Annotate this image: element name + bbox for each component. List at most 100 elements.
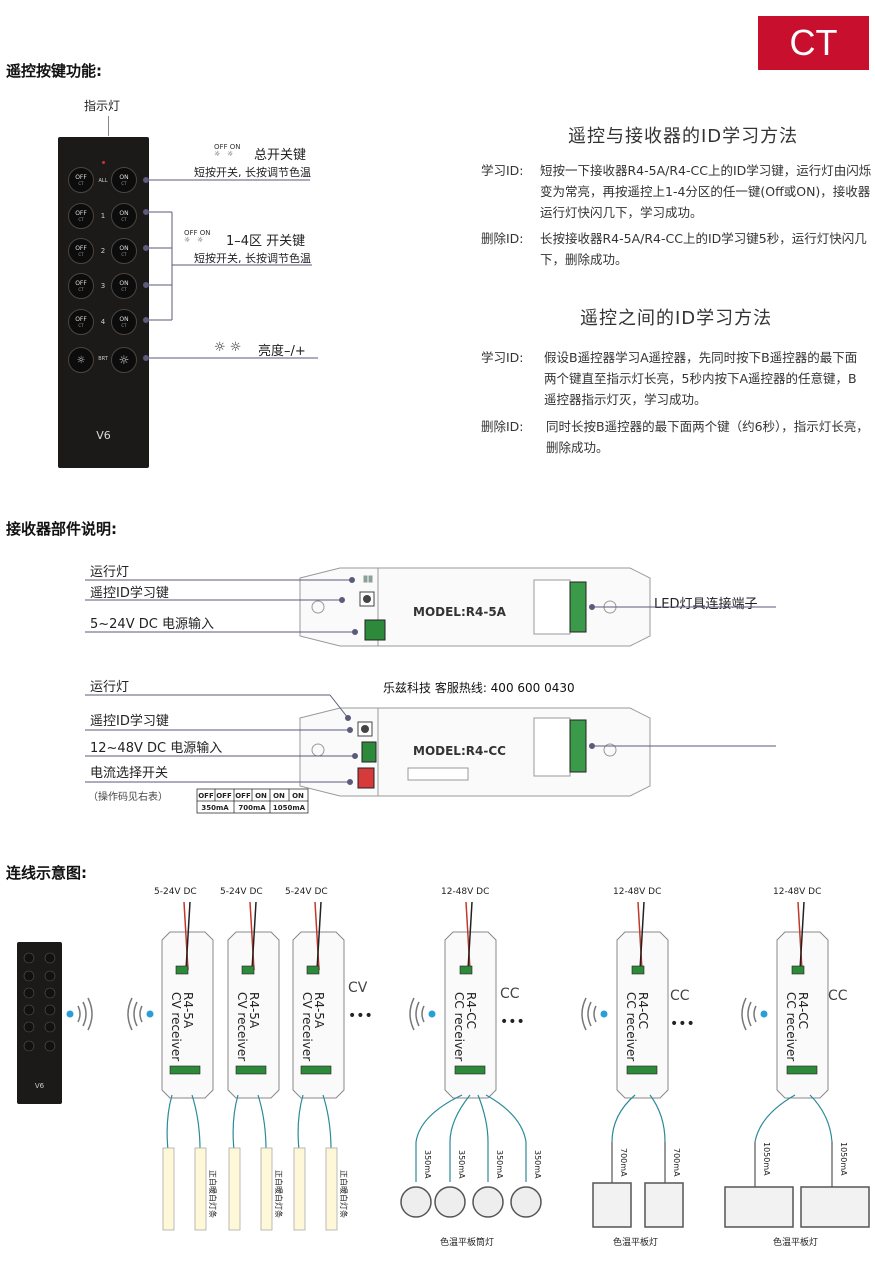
strip-label-2: 正白暖白灯条 — [274, 1170, 284, 1218]
indicator-pointer — [108, 116, 109, 136]
cc2-current-2: 700mA — [672, 1148, 681, 1177]
cc-model-3: R4-CC — [796, 992, 810, 1029]
cc1-lamp: 色温平板筒灯 — [440, 1236, 494, 1248]
brightness-down-button[interactable]: ☼ — [68, 347, 94, 373]
cv-receiver-label-2: CV receiver — [235, 992, 249, 1061]
cc-receiver-label-2: CC receiver — [624, 992, 638, 1061]
brightness-up-button[interactable]: ☼ — [111, 347, 137, 373]
learn-title-1: 遥控与接收器的ID学习方法 — [568, 126, 799, 147]
cv-dots: ••• — [348, 1008, 373, 1024]
cc-model-1: R4-CC — [464, 992, 478, 1029]
wiring-remote-model: V6 — [34, 1082, 45, 1090]
cc-voltage-2: 12-48V DC — [613, 887, 661, 897]
cc-receiver-label-3: CC receiver — [784, 992, 798, 1061]
label-zone-4: 4 — [100, 318, 106, 326]
indicator-led — [102, 161, 105, 164]
cv-model-3: R4-5A — [312, 992, 326, 1029]
strip-label-1: 正白暖白灯条 — [208, 1170, 218, 1218]
remote-model: V6 — [96, 429, 111, 442]
receiver-diagram: MODEL:R4-5A 运行灯 遥控ID学习键 5~24V DC 电源输入 LE… — [85, 565, 776, 814]
legend-master-title: 总开关键 — [254, 148, 307, 163]
ct-badge: CT — [758, 16, 869, 70]
wifi-out-icon — [66, 997, 93, 1031]
legend-zone-icons: OFF ON☼ ☼ — [184, 229, 211, 244]
current-code-table — [196, 788, 309, 814]
strip-label-3: 正白暖白灯条 — [339, 1170, 349, 1218]
r2-hint: （操作码见右表） — [88, 790, 168, 803]
cc-receiver-label-1: CC receiver — [452, 992, 466, 1061]
learn-text-1: 短按一下接收器R4-5A/R4-CC上的ID学习键，运行灯由闪烁变为常亮，再按遥… — [540, 163, 872, 220]
r1-model: MODEL:R4-5A — [413, 605, 507, 619]
r2-switch-label: 电流选择开关 — [90, 766, 168, 781]
label-brt: BRT — [98, 356, 108, 362]
r2-model: MODEL:R4-CC — [413, 744, 506, 758]
delete-label-1: 删除ID: — [481, 231, 524, 246]
delete-text-2: 同时长按B遥控器的最下面两个键（约6秒），指示灯长亮，删除成功。 — [546, 419, 869, 455]
r1-led-label: LED灯具连接端子 — [654, 596, 757, 612]
hotline: 乐兹科技 客服热线: 400 600 0430 — [383, 680, 575, 695]
cc2-current-1: 700mA — [619, 1148, 628, 1177]
cc-voltage-1: 12-48V DC — [441, 887, 489, 897]
cc1-current-3: 350mA — [495, 1150, 504, 1179]
cc-model-2: R4-CC — [636, 992, 650, 1029]
legend-zone-desc: 短按开关, 长按调节色温 — [194, 252, 311, 265]
section-title-receiver: 接收器部件说明: — [6, 520, 117, 538]
cv-voltage-2: 5-24V DC — [220, 887, 263, 897]
learn-label-1: 学习ID: — [481, 163, 524, 178]
label-zone-3: 3 — [100, 282, 106, 290]
code-current-2: 700mA — [238, 804, 266, 812]
legend-master-icons: OFF ON☼ ☼ — [214, 143, 241, 158]
r1-power-label: 5~24V DC 电源输入 — [90, 616, 214, 632]
cc1-current-4: 350mA — [533, 1150, 542, 1179]
legend-zone-title: 1–4区 开关键 — [226, 234, 306, 249]
cc-tag-2: CC — [670, 988, 690, 1004]
cc1-current-2: 350mA — [457, 1150, 466, 1179]
section-title-remote: 遥控按键功能: — [6, 62, 102, 80]
legend-brightness-icons: ☼ ☼ — [214, 340, 242, 355]
cv-model-2: R4-5A — [247, 992, 261, 1029]
label-zone-1: 1 — [100, 212, 106, 220]
cc-receivers — [444, 931, 829, 1099]
cv-model-1: R4-5A — [181, 992, 195, 1029]
learn-label-2: 学习ID: — [481, 350, 524, 365]
wifi-in-icon-cc3 — [741, 997, 768, 1031]
cc-voltage-3: 12-48V DC — [773, 887, 821, 897]
code-cell-3: OFF — [235, 792, 251, 800]
code-current-3: 1050mA — [273, 804, 306, 812]
legend-master-desc: 短按开关, 长按调节色温 — [194, 166, 311, 179]
cc-tag-3: CC — [828, 988, 848, 1004]
section-title-wiring: 连线示意图: — [6, 864, 87, 882]
legend-brightness: 亮度–/+ — [258, 344, 306, 359]
indicator-label: 指示灯 — [84, 99, 121, 113]
r2-id-label: 遥控ID学习键 — [90, 713, 169, 729]
receiver-r4-5a — [299, 567, 651, 647]
delete-label-2: 删除ID: — [481, 419, 524, 434]
cc-dots-2: ••• — [670, 1016, 695, 1032]
delete-text-1: 长按接收器R4-5A/R4-CC上的ID学习键5秒，运行灯快闪几下，删除成功。 — [540, 231, 867, 267]
code-cell-5: ON — [273, 792, 285, 800]
r1-id-label: 遥控ID学习键 — [90, 585, 169, 601]
wifi-in-icon-cv — [127, 997, 154, 1031]
code-cell-6: ON — [292, 792, 304, 800]
wiring-remote: V6 — [17, 942, 62, 1104]
wifi-in-icon-cc1 — [409, 997, 436, 1031]
wiring-diagram: 5-24V DC 5-24V DC 5-24V DC CV receiver R… — [23, 887, 870, 1248]
cc3-current-1: 1050mA — [762, 1142, 771, 1176]
r2-run-label: 运行灯 — [90, 680, 129, 695]
cv-receiver-label-3: CV receiver — [300, 992, 314, 1061]
learn-text-2: 假设B遥控器学习A遥控器，先同时按下B遥控器的最下面两个键直至指示灯长亮，5秒内… — [544, 350, 858, 407]
cv-tag: CV — [348, 980, 368, 996]
cc-dots-1: ••• — [500, 1014, 525, 1030]
cc3-lamp: 色温平板灯 — [773, 1236, 818, 1248]
